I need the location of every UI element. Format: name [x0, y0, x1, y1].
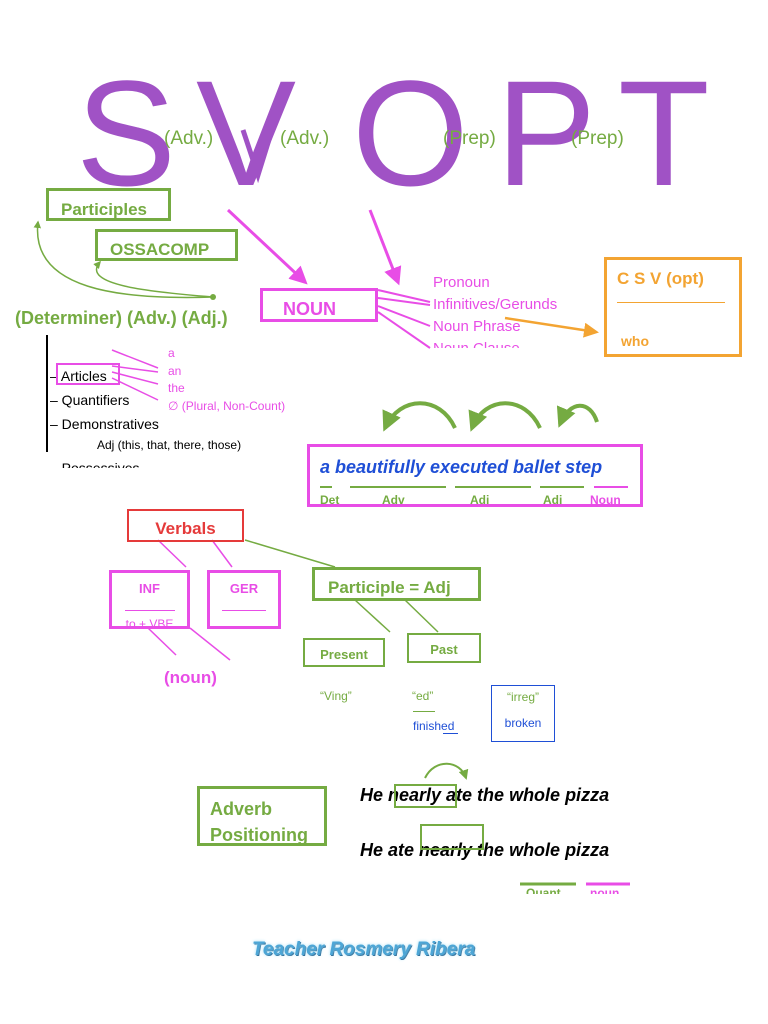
modifier-adv-1: (Adv.) — [164, 128, 214, 149]
adverb-sentence-1: He nearly ate the whole pizza — [360, 785, 610, 805]
irreg-example: broken — [504, 716, 542, 730]
adverb-box: Adverb Positioning — [197, 786, 327, 846]
determiner-line: (Determiner) (Adv.) (Adj.) — [15, 308, 228, 328]
article-item: an — [168, 363, 182, 378]
demonstrative-examples: Adj (this, that, there, those) — [97, 438, 242, 452]
past-form: “ed” — [412, 689, 434, 703]
determiner-item: – Quantifiers — [50, 392, 130, 408]
adverb-word-highlight-2 — [420, 824, 484, 850]
participles-box: Participles — [46, 188, 171, 221]
phrase-label-underline — [540, 486, 584, 488]
article-item: ∅ (Plural, Non-Count) — [168, 398, 286, 413]
determiner-item: – Articles — [50, 368, 107, 384]
clause-word: who — [621, 333, 649, 349]
title-letter-p: P — [496, 49, 597, 217]
phrase-label-underline — [350, 486, 446, 488]
inf-box: INF to + VBE — [109, 570, 190, 629]
noun-list-item: Noun Clause — [433, 338, 613, 348]
present-form: “Ving” — [320, 689, 352, 703]
phrase-label-det: Det — [320, 493, 340, 507]
phrase-box: a beautifully executed ballet step Det A… — [307, 444, 643, 507]
adverb-sentence-2: He ate nearly the whole pizza — [360, 840, 610, 860]
legend-noun: noun — [590, 886, 620, 894]
phrase-label-adv: Adv — [382, 493, 405, 507]
phrase-label-underline — [594, 486, 628, 488]
past-divider — [413, 711, 435, 712]
phrase-label-underline — [455, 486, 531, 488]
ger-divider — [222, 610, 266, 611]
past-box: Past — [407, 633, 481, 663]
ossacomp-box: OSSACOMP — [95, 229, 238, 261]
ger-label: GER — [229, 581, 259, 596]
articles-highlight — [56, 363, 120, 385]
phrase-label-noun: Noun — [590, 493, 621, 507]
adverb-word-highlight-1 — [394, 784, 457, 808]
title-letter-s: S — [76, 49, 177, 217]
participle-label: Participle = Adj — [328, 578, 451, 597]
clause-underline — [617, 302, 725, 303]
determiner-item: – Possessives — [50, 460, 140, 468]
verbals-title: Verbals — [155, 519, 216, 538]
determiner-item: – Demonstratives — [50, 416, 159, 432]
noun-label: NOUN — [283, 299, 336, 319]
noun-list-item: Noun Phrase — [433, 318, 521, 335]
present-box: Present — [303, 638, 385, 667]
past-label: Past — [430, 642, 458, 657]
ossacomp-label: OSSACOMP — [110, 240, 210, 259]
noun-list: Pronoun Infinitives/Gerunds Noun Phrase … — [433, 272, 613, 348]
past-example-underline — [443, 733, 458, 734]
irreg-box: “irreg” broken — [491, 685, 555, 742]
phrase-text: a beautifully executed ballet step — [320, 457, 603, 477]
inf-label: INF — [139, 581, 160, 596]
modifier-prep-1: (Prep) — [443, 128, 496, 149]
adverb-legend: Quant noun — [520, 886, 632, 894]
phrase-label-underline — [320, 486, 332, 488]
clause-box: C S V (opt) who — [604, 257, 742, 357]
determiner-list: – Articles – Quantifiers – Demonstrative… — [50, 364, 250, 468]
title-letter-t: T — [618, 49, 710, 217]
modifier-adv-2: (Adv.) — [280, 128, 330, 149]
article-item: the — [168, 381, 185, 395]
noun-list-item: Infinitives/Gerunds — [433, 296, 558, 313]
inf-sub: to + VBE — [125, 617, 174, 629]
inf-divider — [124, 610, 175, 611]
noun-box: NOUN — [260, 288, 378, 322]
adverb-label: Adverb Positioning — [210, 799, 308, 845]
articles-list: a an the ∅ (Plural, Non-Count) — [168, 345, 285, 415]
noun-list-item: Pronoun — [433, 274, 490, 291]
verbals-box: Verbals — [127, 509, 244, 542]
irreg-form: “irreg” — [507, 690, 539, 704]
clause-formula: C S V (opt) — [617, 269, 704, 288]
participles-label: Participles — [61, 200, 147, 219]
present-label: Present — [320, 647, 368, 662]
modifier-prep-2: (Prep) — [571, 128, 624, 149]
legend-quant: Quant — [526, 886, 561, 894]
footer-signature: Teacher Rosmery Ribera — [252, 939, 476, 960]
article-item: a — [168, 346, 175, 360]
title-letter-o: O — [352, 49, 469, 217]
past-example: finished — [413, 719, 455, 733]
phrase-label-adj: Adj — [470, 493, 490, 507]
participle-box: Participle = Adj — [312, 567, 481, 601]
verbals-noun-note: (noun) — [164, 668, 217, 687]
ger-box: GER — [207, 570, 281, 629]
phrase-label-adj: Adj — [543, 493, 563, 507]
